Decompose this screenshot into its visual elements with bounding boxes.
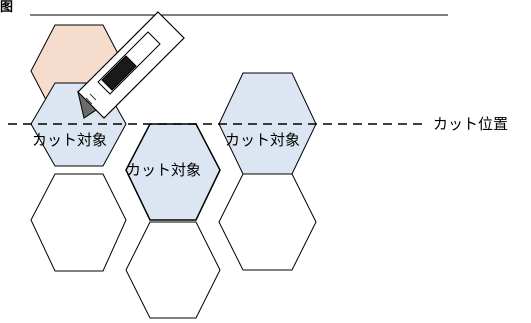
cut-position-label: カット位置 [433, 115, 508, 133]
hexagon-empty-lower-left [30, 173, 127, 272]
hexagon-empty-lower-right [218, 173, 317, 271]
target-label-right: カット対象 [225, 131, 300, 149]
header-title: 图 [0, 0, 13, 15]
target-label-left: カット対象 [32, 131, 107, 149]
cutter-knife-icon [77, 11, 185, 119]
hexagon-empty-lower-center [125, 221, 221, 319]
target-label-center: カット対象 [126, 161, 201, 179]
